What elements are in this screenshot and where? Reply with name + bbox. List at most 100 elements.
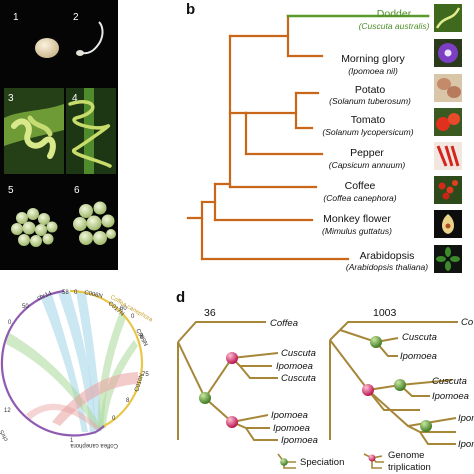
species-latin-potato: (Solanum tuberosum) bbox=[329, 96, 411, 106]
tick-60: 60 bbox=[120, 306, 127, 312]
panel-d-letter: d bbox=[176, 289, 185, 306]
triplication-node bbox=[226, 416, 238, 428]
panel-c-circos: 58 50 0 0 0 8 75 8 0 1 12 60 chr14 C006N… bbox=[0, 289, 154, 448]
label-c006n: C006N bbox=[84, 290, 104, 300]
thumb-morning-glory bbox=[434, 39, 462, 67]
legend-triplication: Genome triplication bbox=[363, 450, 431, 473]
tip-label: Ipomoea bbox=[281, 435, 318, 446]
tip-label: Ipomoea bbox=[458, 439, 474, 450]
triplication-legend-icon bbox=[368, 454, 376, 462]
legend-triplication-line1: Genome bbox=[388, 450, 424, 461]
panel-b-species-tree: b Dodder (Cuscuta austra bbox=[186, 1, 462, 273]
species-latin-pepper: (Capsicum annuum) bbox=[329, 160, 406, 170]
arc-cuscuta bbox=[0, 289, 97, 437]
seed-image bbox=[35, 38, 59, 58]
tree-legend: Speciation Genome triplication bbox=[277, 450, 431, 473]
thumb-tomato bbox=[434, 108, 462, 136]
species-tree-branches bbox=[186, 14, 430, 261]
flower-cluster-6 bbox=[73, 201, 116, 245]
species-name-monkey-flower: Monkey flower bbox=[323, 213, 391, 225]
tick-0d: 0 bbox=[112, 416, 116, 422]
photo-2-seedling: 2 bbox=[73, 12, 104, 56]
tip-label: Cuscuta bbox=[432, 376, 467, 387]
panel-d-gene-trees: d 36 Coffea Cuscuta bbox=[176, 289, 474, 473]
legend-speciation-label: Speciation bbox=[300, 457, 344, 468]
species-name-coffee: Coffee bbox=[345, 180, 376, 192]
tip-label: Coffea bbox=[270, 318, 298, 329]
gene-tree-count-36: 36 bbox=[204, 307, 216, 319]
dodder-vine bbox=[68, 100, 112, 168]
circos-arcs bbox=[0, 289, 144, 437]
label-chr5: chr5 bbox=[0, 428, 10, 442]
tip-label: Cuscuta bbox=[281, 348, 316, 359]
seedling-seed bbox=[76, 50, 84, 56]
triplication-node bbox=[226, 352, 238, 364]
gene-tree-count-1003: 1003 bbox=[373, 307, 397, 319]
link-green-2 bbox=[100, 340, 138, 428]
link-red-1 bbox=[52, 372, 138, 426]
tick-0a: 0 bbox=[8, 320, 12, 326]
tick-75: 75 bbox=[142, 372, 149, 378]
tick-58: 58 bbox=[62, 290, 69, 296]
gene-tree-1003: 1003 Co Cuscut bbox=[329, 307, 474, 450]
dodder-coil bbox=[11, 118, 56, 159]
panel-b-letter: b bbox=[186, 1, 195, 18]
tick-0b: 0 bbox=[74, 290, 78, 296]
photo-number-6: 6 bbox=[74, 185, 80, 196]
link-green-3 bbox=[6, 332, 102, 430]
tick-12: 12 bbox=[4, 408, 11, 414]
tick-50: 50 bbox=[22, 304, 29, 310]
panel-a-photos: 1 2 3 4 5 bbox=[0, 0, 118, 270]
tip-label: Ipomoea bbox=[458, 413, 474, 424]
speciation-node bbox=[394, 379, 406, 391]
thumb-potato bbox=[434, 74, 462, 102]
gene-tree-36-nodes bbox=[199, 352, 238, 428]
seedling-stem bbox=[81, 21, 104, 55]
link-blue-3 bbox=[76, 292, 102, 432]
tick-1: 1 bbox=[70, 438, 74, 444]
photo-number-5: 5 bbox=[8, 185, 14, 196]
tick-8a: 8 bbox=[140, 334, 144, 340]
gene-tree-36-tips: Coffea Cuscuta Ipomoea Cuscuta Ipomoea I… bbox=[270, 318, 318, 446]
species-latin-dodder: (Cuscuta australis) bbox=[359, 21, 430, 31]
tip-label: Ipomoea bbox=[271, 410, 308, 421]
thumb-monkey-flower bbox=[434, 210, 462, 238]
species-latin-coffee: (Coffea canephora) bbox=[323, 193, 396, 203]
photo-5-flowers: 5 bbox=[8, 185, 58, 247]
thumb-arabidopsis bbox=[434, 245, 462, 273]
species-name-morning-glory: Morning glory bbox=[341, 53, 405, 65]
speciation-node bbox=[199, 392, 211, 404]
link-red-2 bbox=[26, 403, 100, 430]
arc-coffea bbox=[69, 289, 144, 427]
photo-number-1: 1 bbox=[13, 12, 19, 23]
flower-cluster-5 bbox=[11, 208, 58, 247]
photo-3-haustoria: 3 bbox=[4, 88, 64, 174]
tip-label: Ipomoea bbox=[400, 351, 437, 362]
legend-speciation: Speciation bbox=[277, 453, 344, 469]
triplication-node bbox=[362, 384, 374, 396]
photo-number-3: 3 bbox=[8, 93, 14, 104]
species-latin-monkey-flower: (Mimulus guttatus) bbox=[322, 226, 392, 236]
species-latin-tomato: (Solanum lycopersicum) bbox=[322, 127, 413, 137]
thumb-dodder bbox=[434, 4, 462, 32]
tip-label: Cuscuta bbox=[402, 332, 437, 343]
species-latin-arabidopsis: (Arabidopsis thaliana) bbox=[346, 262, 428, 272]
tip-label: Co bbox=[461, 317, 473, 328]
species-thumbnails bbox=[434, 4, 462, 273]
label-coffea-bottom: Coffea canephora bbox=[70, 442, 118, 448]
species-name-pepper: Pepper bbox=[350, 147, 384, 159]
host-stem-vertical bbox=[84, 88, 94, 174]
gene-tree-1003-tips: Co Cuscuta Ipomoea Cuscuta Ipomoea Ipomo… bbox=[400, 317, 474, 450]
tip-label: Ipomoea bbox=[432, 391, 469, 402]
photo-6-flowers: 6 bbox=[73, 185, 116, 245]
tick-8b: 8 bbox=[126, 398, 130, 404]
species-latin-morning-glory: (Ipomoea nil) bbox=[348, 66, 398, 76]
label-chr14: chr14 bbox=[37, 290, 54, 301]
circos-links bbox=[6, 292, 138, 434]
photo-number-4: 4 bbox=[72, 93, 78, 104]
photo-4-twining: 4 bbox=[66, 88, 116, 174]
legend-triplication-line2: triplication bbox=[388, 462, 431, 473]
tick-0c: 0 bbox=[131, 314, 135, 320]
tip-label: Ipomoea bbox=[273, 423, 310, 434]
